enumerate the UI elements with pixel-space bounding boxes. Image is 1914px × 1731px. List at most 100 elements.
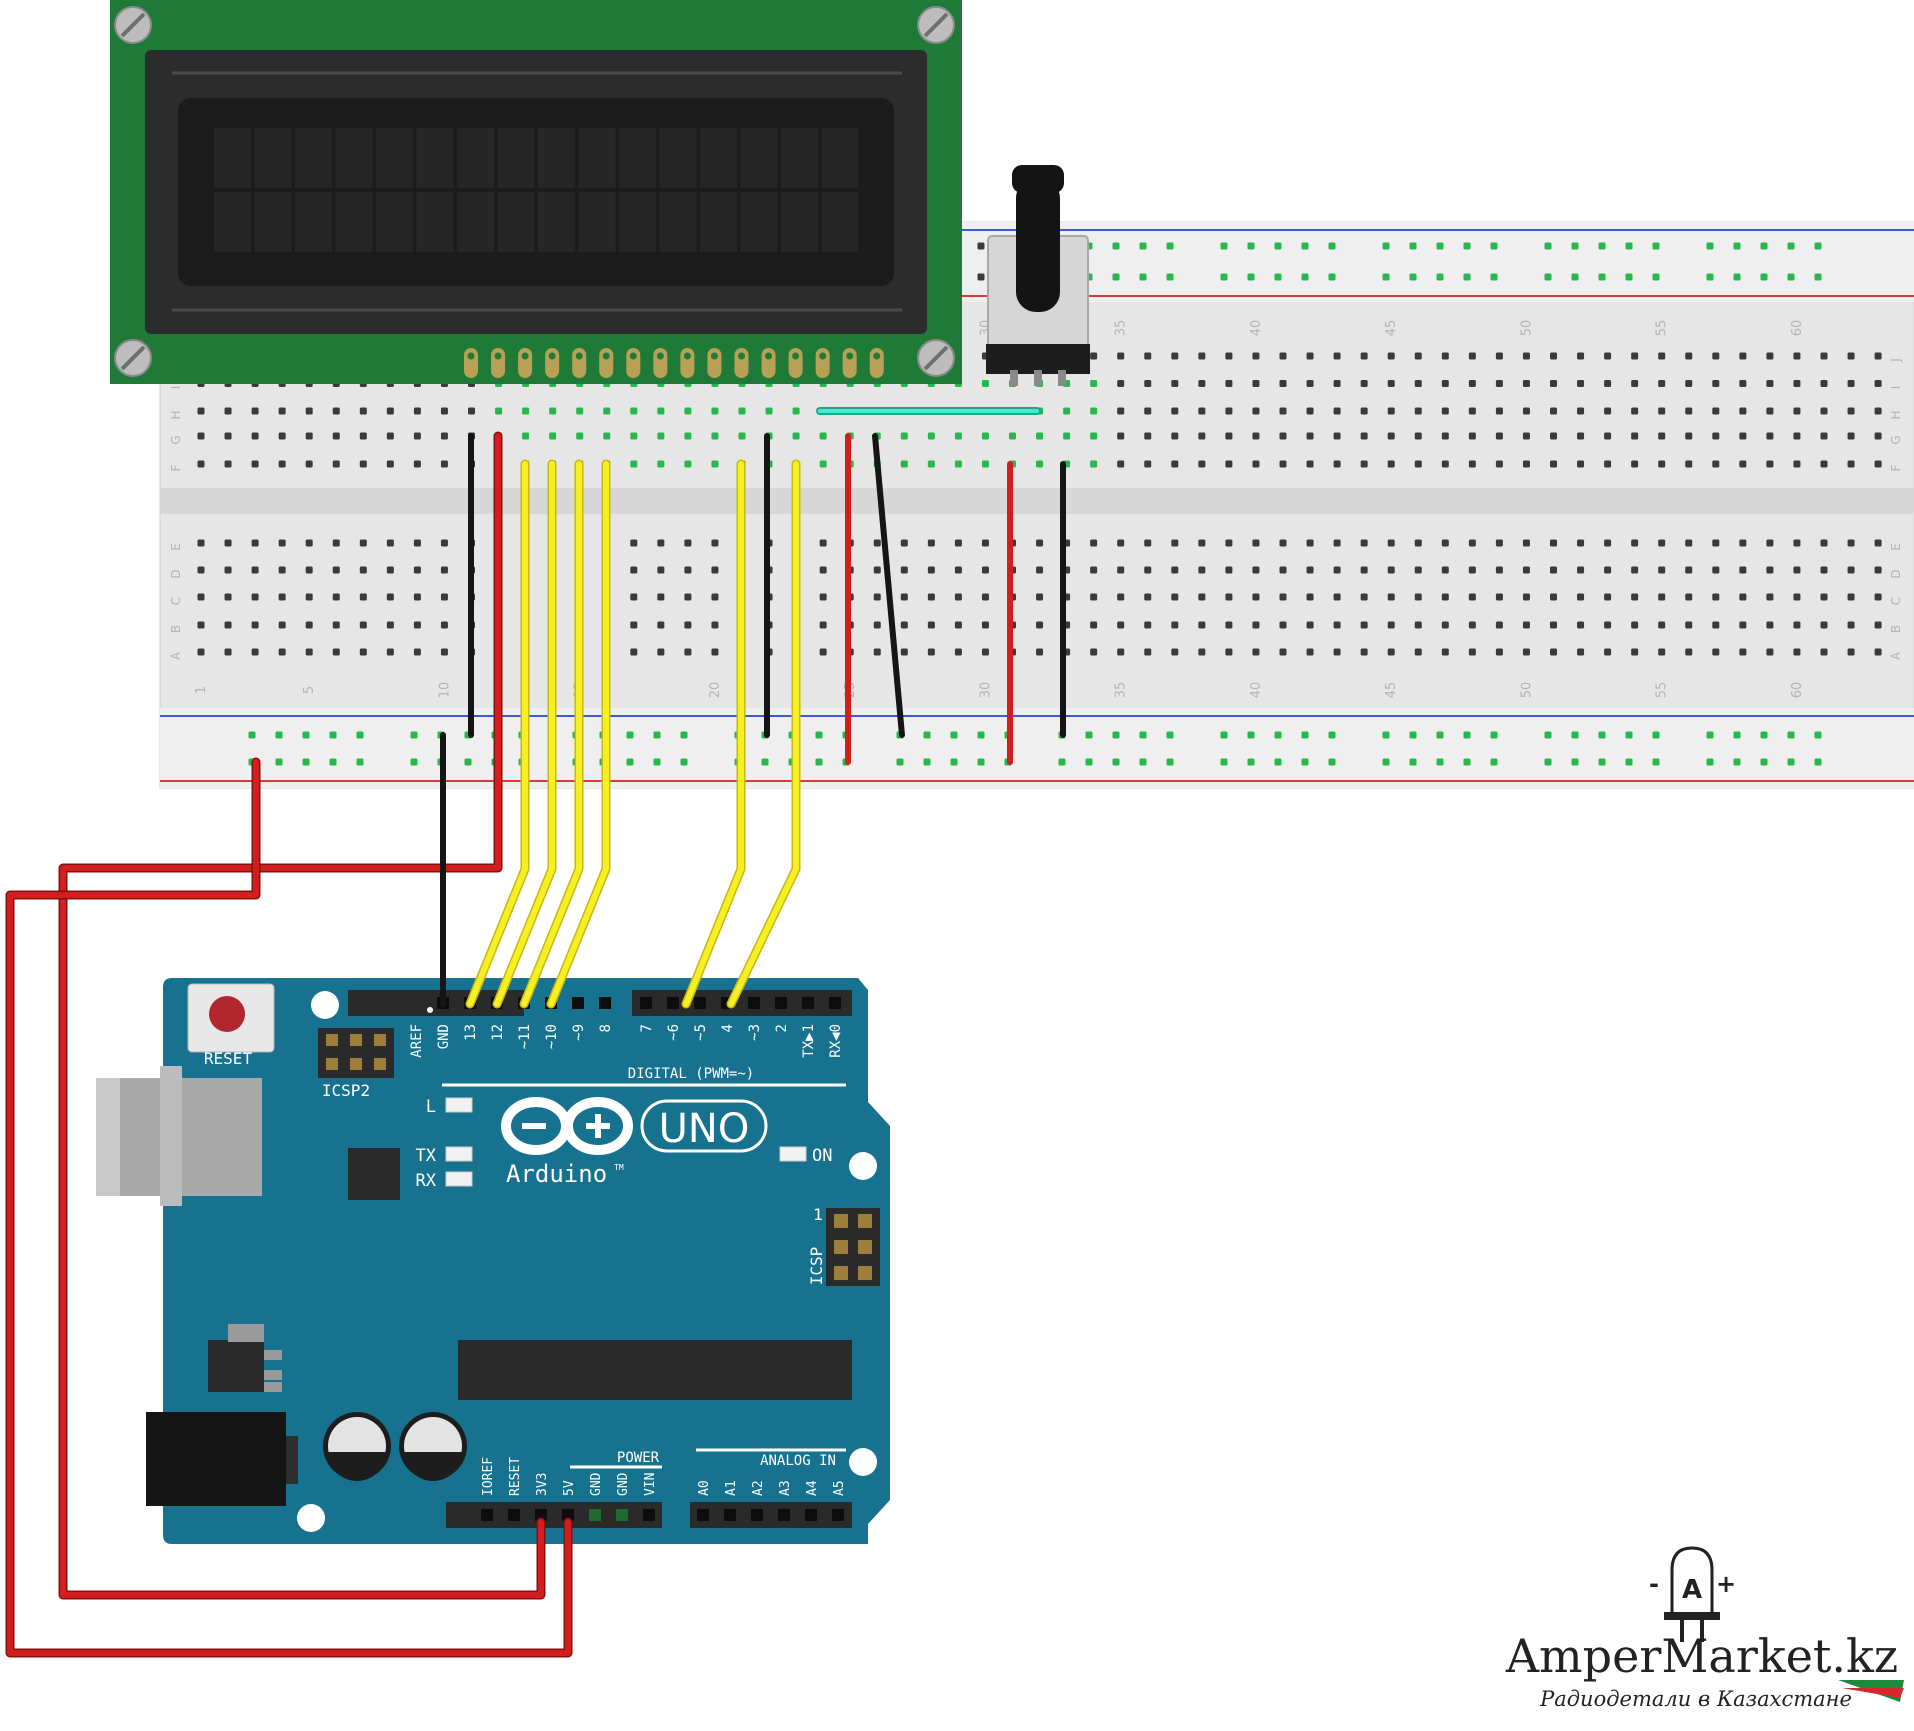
breadboard-hole[interactable] — [1441, 352, 1449, 360]
breadboard-hole[interactable] — [1090, 648, 1098, 656]
breadboard-hole[interactable] — [1387, 621, 1395, 629]
breadboard-hole[interactable] — [1847, 352, 1855, 360]
breadboard-hole[interactable] — [1306, 621, 1314, 629]
rail-hole[interactable] — [1625, 273, 1633, 281]
breadboard-hole[interactable] — [1117, 352, 1125, 360]
header-pin[interactable] — [829, 997, 841, 1009]
breadboard-hole[interactable] — [1468, 621, 1476, 629]
rail-hole[interactable] — [626, 758, 634, 766]
breadboard-hole[interactable] — [332, 648, 340, 656]
rail-hole[interactable] — [1760, 731, 1768, 739]
breadboard-hole[interactable] — [305, 648, 313, 656]
breadboard-hole[interactable] — [1631, 380, 1639, 387]
breadboard-hole[interactable] — [1820, 539, 1828, 547]
breadboard-hole[interactable] — [1117, 539, 1125, 547]
breadboard-hole[interactable] — [197, 460, 205, 468]
breadboard-hole[interactable] — [224, 460, 232, 468]
rail-hole[interactable] — [1733, 731, 1741, 739]
breadboard-hole[interactable] — [1685, 648, 1693, 656]
breadboard-hole[interactable] — [1766, 352, 1774, 360]
rail-hole[interactable] — [1598, 273, 1606, 281]
breadboard-hole[interactable] — [1766, 593, 1774, 601]
rail-hole[interactable] — [815, 731, 823, 739]
breadboard-hole[interactable] — [386, 407, 394, 415]
breadboard-hole[interactable] — [386, 432, 394, 440]
breadboard-hole[interactable] — [657, 539, 665, 547]
breadboard-hole[interactable] — [251, 648, 259, 656]
breadboard-hole[interactable] — [1117, 380, 1125, 387]
breadboard-hole[interactable] — [1306, 407, 1314, 415]
breadboard-hole[interactable] — [1495, 621, 1503, 629]
breadboard-hole[interactable] — [927, 593, 935, 601]
breadboard-hole[interactable] — [1604, 621, 1612, 629]
breadboard-hole[interactable] — [1874, 566, 1882, 574]
breadboard-hole[interactable] — [1279, 566, 1287, 574]
breadboard-hole[interactable] — [1658, 460, 1666, 468]
breadboard-hole[interactable] — [954, 593, 962, 601]
breadboard-hole[interactable] — [1441, 648, 1449, 656]
breadboard-hole[interactable] — [1874, 407, 1882, 415]
header-pin[interactable] — [481, 1509, 493, 1521]
rail-hole[interactable] — [1112, 758, 1120, 766]
breadboard-hole[interactable] — [873, 593, 881, 601]
breadboard-hole[interactable] — [224, 407, 232, 415]
breadboard-hole[interactable] — [630, 539, 638, 547]
breadboard-hole[interactable] — [1604, 648, 1612, 656]
breadboard-hole[interactable] — [684, 621, 692, 629]
breadboard-hole[interactable] — [603, 432, 611, 440]
breadboard-hole[interactable] — [1090, 566, 1098, 574]
breadboard-hole[interactable] — [197, 648, 205, 656]
rail-hole[interactable] — [1490, 758, 1498, 766]
breadboard-hole[interactable] — [738, 407, 746, 415]
breadboard-hole[interactable] — [1468, 352, 1476, 360]
breadboard-hole[interactable] — [305, 432, 313, 440]
breadboard-hole[interactable] — [981, 621, 989, 629]
rail-hole[interactable] — [1274, 731, 1282, 739]
breadboard-hole[interactable] — [1090, 407, 1098, 415]
rail-hole[interactable] — [1409, 242, 1417, 250]
breadboard-hole[interactable] — [900, 432, 908, 440]
rail-hole[interactable] — [1139, 731, 1147, 739]
breadboard-hole[interactable] — [927, 648, 935, 656]
breadboard-hole[interactable] — [819, 539, 827, 547]
breadboard-hole[interactable] — [1279, 460, 1287, 468]
reset-button-cap[interactable] — [209, 996, 245, 1032]
breadboard-hole[interactable] — [413, 407, 421, 415]
breadboard-hole[interactable] — [197, 593, 205, 601]
breadboard-hole[interactable] — [1414, 539, 1422, 547]
breadboard-hole[interactable] — [1252, 593, 1260, 601]
breadboard-hole[interactable] — [1171, 593, 1179, 601]
rail-hole[interactable] — [356, 758, 364, 766]
breadboard-hole[interactable] — [1793, 460, 1801, 468]
breadboard-hole[interactable] — [278, 566, 286, 574]
breadboard-hole[interactable] — [278, 460, 286, 468]
breadboard-hole[interactable] — [711, 593, 719, 601]
rail-hole[interactable] — [1733, 273, 1741, 281]
rail-hole[interactable] — [1139, 273, 1147, 281]
header-pin[interactable] — [694, 997, 706, 1009]
breadboard-hole[interactable] — [819, 432, 827, 440]
rail-hole[interactable] — [1436, 758, 1444, 766]
breadboard-hole[interactable] — [1414, 566, 1422, 574]
breadboard-hole[interactable] — [1739, 460, 1747, 468]
breadboard-hole[interactable] — [873, 566, 881, 574]
breadboard-hole[interactable] — [1144, 566, 1152, 574]
breadboard-hole[interactable] — [1468, 539, 1476, 547]
breadboard-hole[interactable] — [1847, 432, 1855, 440]
breadboard-hole[interactable] — [630, 566, 638, 574]
breadboard-hole[interactable] — [440, 432, 448, 440]
rail-hole[interactable] — [1139, 758, 1147, 766]
rail-hole[interactable] — [1814, 242, 1822, 250]
header-pin[interactable] — [775, 997, 787, 1009]
breadboard-hole[interactable] — [278, 432, 286, 440]
rail-hole[interactable] — [1436, 242, 1444, 250]
breadboard-hole[interactable] — [359, 648, 367, 656]
breadboard-hole[interactable] — [1658, 566, 1666, 574]
breadboard-hole[interactable] — [1685, 621, 1693, 629]
rail-hole[interactable] — [1301, 273, 1309, 281]
breadboard-hole[interactable] — [1847, 621, 1855, 629]
breadboard-hole[interactable] — [1631, 648, 1639, 656]
rail-hole[interactable] — [1733, 758, 1741, 766]
rail-hole[interactable] — [302, 758, 310, 766]
breadboard-hole[interactable] — [657, 460, 665, 468]
